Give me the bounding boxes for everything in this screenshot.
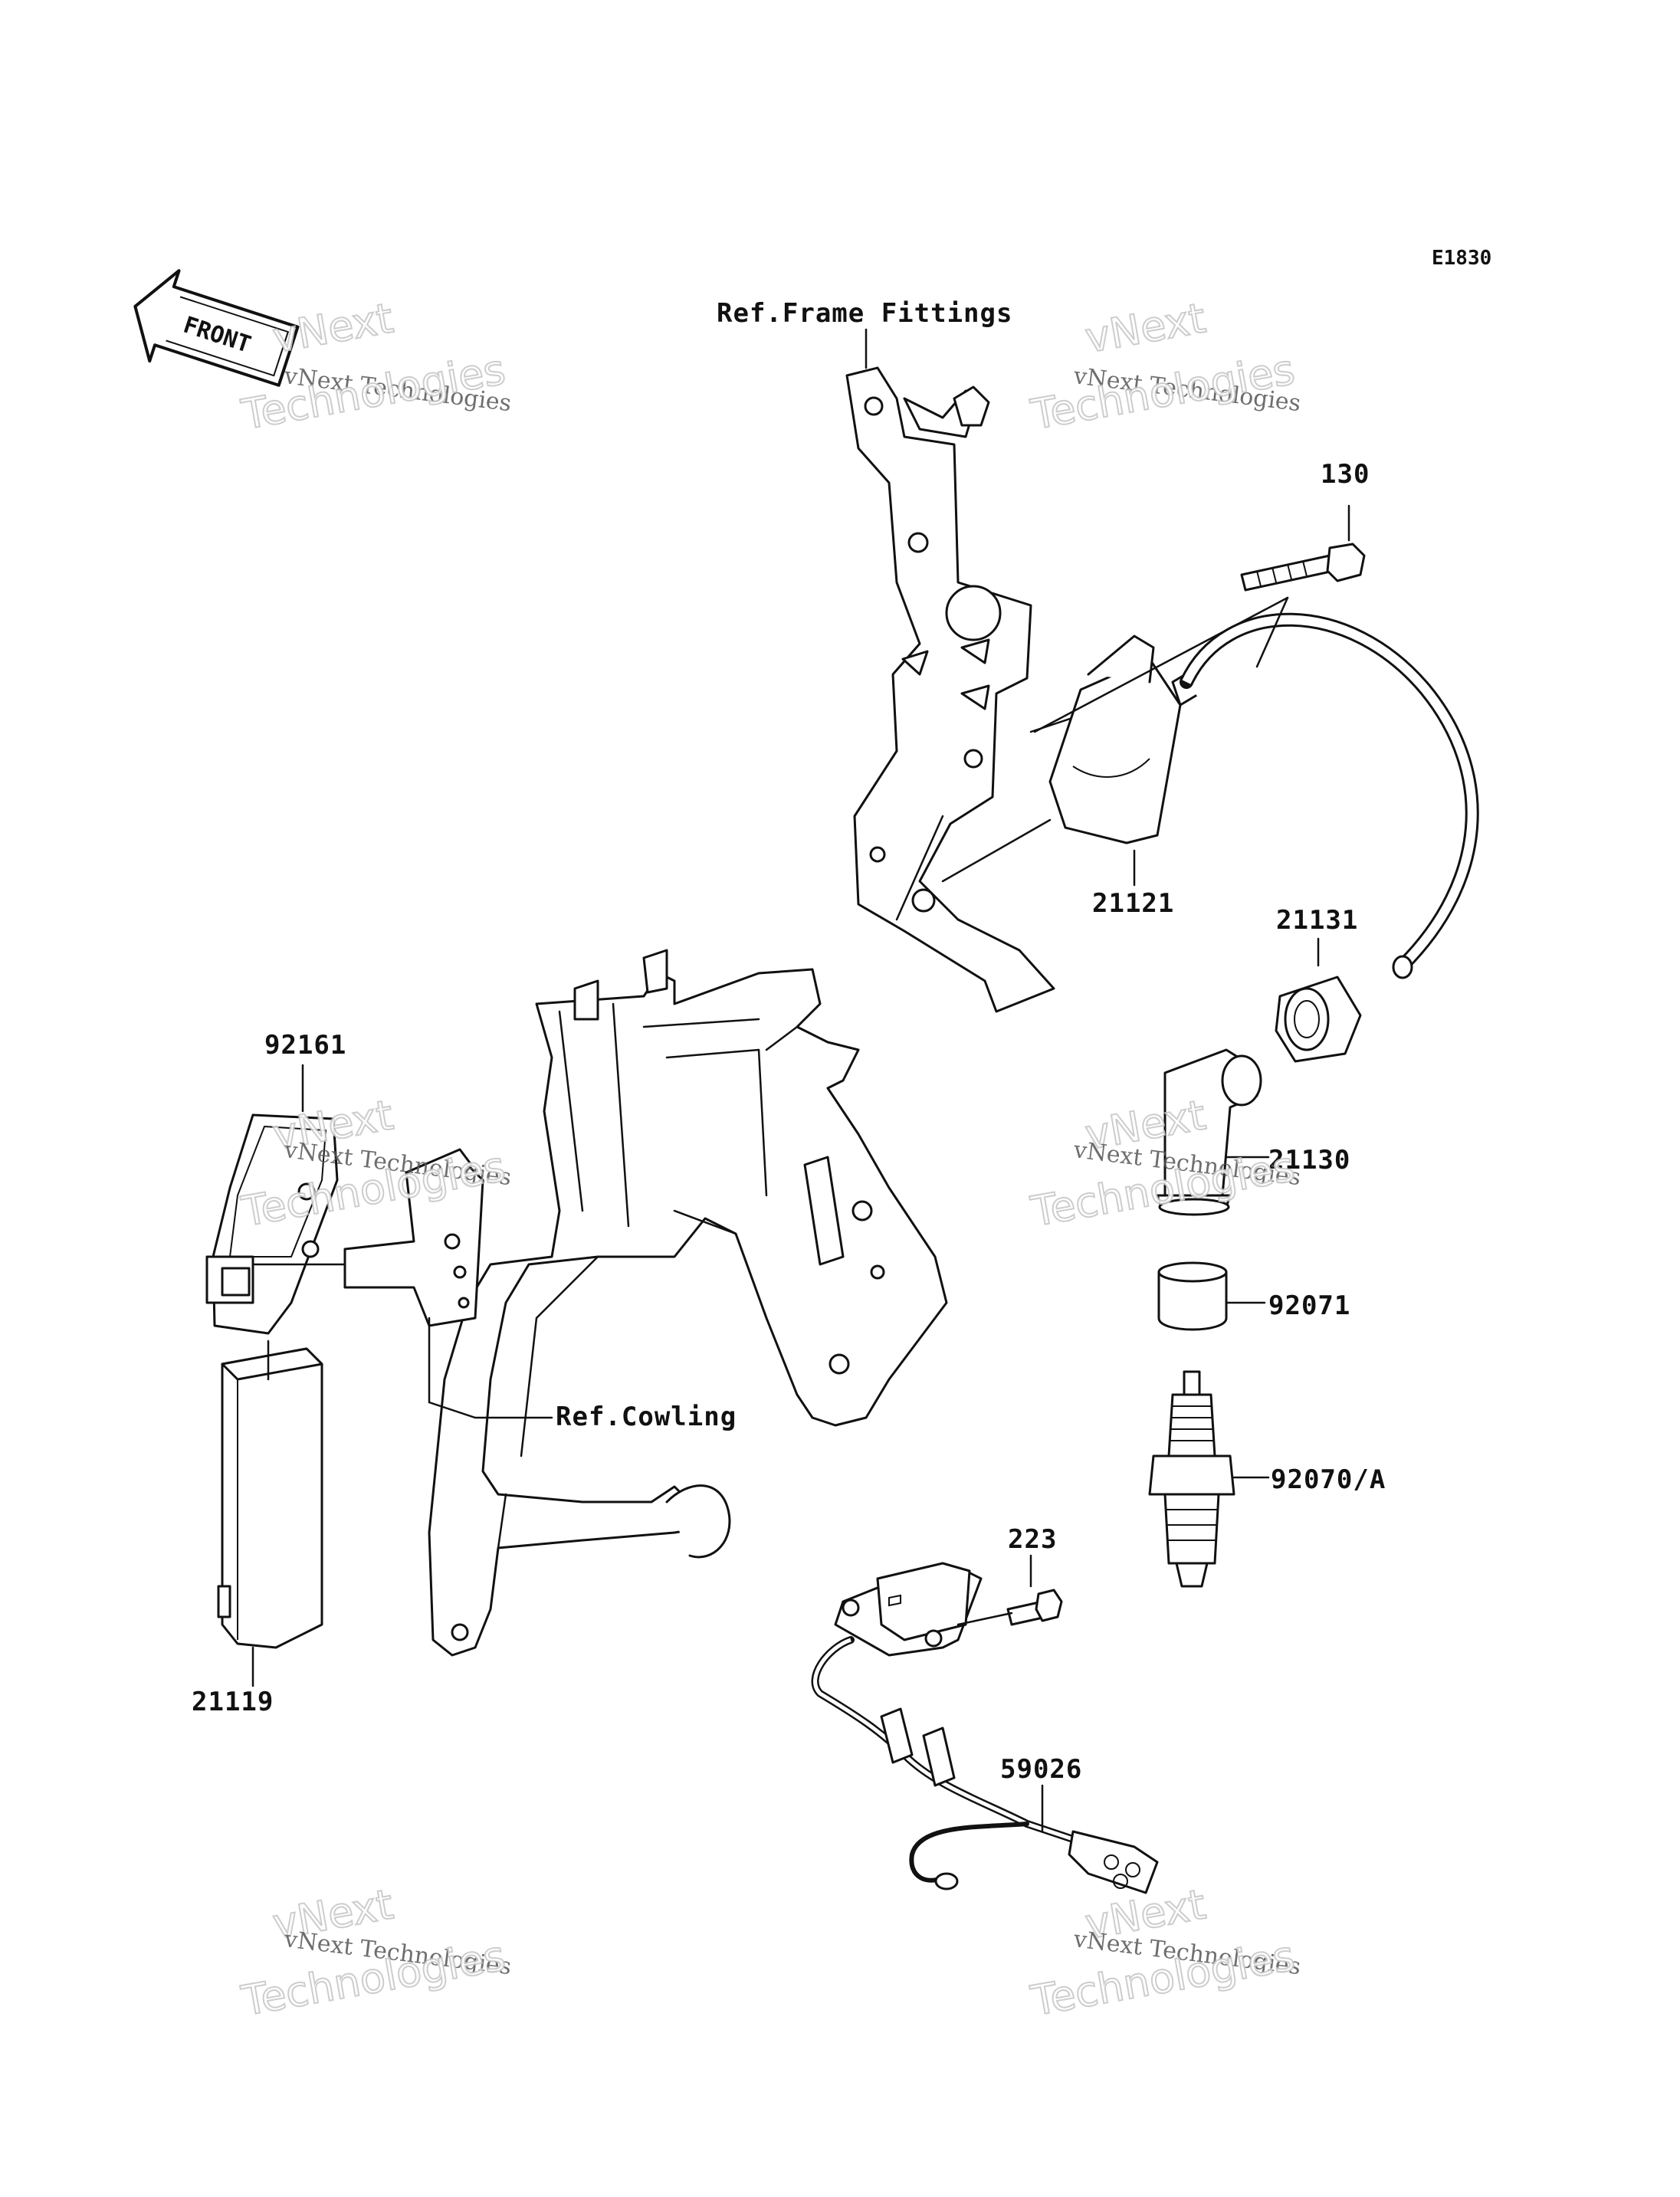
holder-92161 — [205, 1113, 339, 1335]
callout-59026: 59026 — [1000, 1754, 1082, 1785]
svg-text:Technologies: Technologies — [1027, 346, 1298, 439]
bolt-223 — [1006, 1589, 1063, 1626]
cap-92071 — [1157, 1261, 1228, 1331]
cap-nut-21131 — [1275, 976, 1362, 1063]
svg-text:vNext: vNext — [1081, 293, 1209, 362]
callout-21119: 21119 — [192, 1687, 274, 1717]
ecu-21119 — [217, 1347, 323, 1649]
front-arrow-icon: FRONT — [133, 269, 300, 387]
callout-92161: 92161 — [264, 1030, 346, 1061]
watermark-top-right: vNext vNext Technologies Technologies — [1026, 293, 1302, 440]
callout-21130: 21130 — [1268, 1145, 1350, 1176]
watermark-mid-right: vNext vNext Technologies Technologies — [1026, 1090, 1302, 1237]
callout-21131: 21131 — [1276, 905, 1358, 936]
leader-130-to-bracket — [1033, 596, 1289, 733]
plug-cap-21130 — [1156, 1048, 1262, 1216]
callout-21121: 21121 — [1092, 888, 1174, 919]
leader-223-to-sensor — [956, 1612, 1013, 1626]
leader-130-to-coil — [1255, 596, 1289, 668]
spark-plug-92070a — [1148, 1370, 1235, 1588]
callout-130: 130 — [1321, 459, 1370, 490]
ref-cowling-label: Ref.Cowling — [556, 1402, 737, 1432]
sensor-59026 — [811, 1562, 1159, 1894]
svg-text:vNext: vNext — [269, 293, 396, 362]
callout-92070a: 92070/A — [1271, 1464, 1386, 1495]
diagram-code: E1830 — [1432, 247, 1491, 270]
callout-223: 223 — [1008, 1524, 1057, 1555]
bolt-130 — [1240, 543, 1366, 592]
leader-ref-cowling — [428, 1317, 553, 1419]
cowling-stay-frame — [343, 949, 948, 1657]
watermark-bottom-left: vNext vNext Technologies Technologies — [237, 1879, 513, 2026]
ref-frame-fittings-label: Ref.Frame Fittings — [717, 298, 1012, 329]
callout-92071: 92071 — [1268, 1290, 1350, 1321]
frame-fittings-bracket — [845, 366, 1078, 1013]
watermark-bottom-right: vNext vNext Technologies Technologies — [1026, 1879, 1302, 2026]
ignition-coil — [1048, 612, 1479, 979]
